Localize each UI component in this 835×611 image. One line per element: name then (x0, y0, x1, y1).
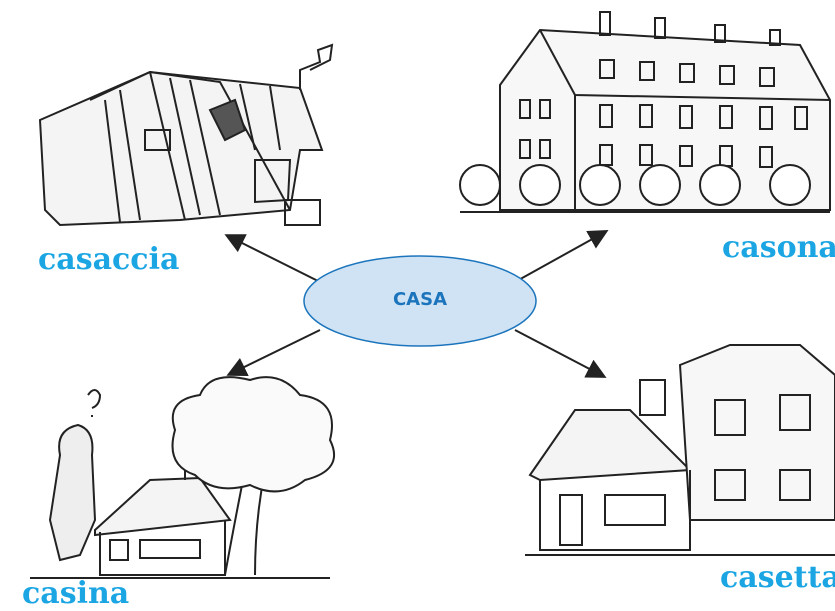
casaccia-illustration (38, 43, 334, 227)
label-casaccia: casaccia (38, 242, 180, 277)
arrow-to-casetta (514, 329, 607, 378)
casina-illustration (30, 376, 335, 579)
label-casona: casona (722, 230, 835, 265)
arrow-to-casaccia (224, 234, 321, 283)
casona-illustration (459, 11, 831, 213)
center-label: CASA (392, 289, 448, 310)
arrow-to-casona (514, 230, 609, 283)
casetta-illustration (525, 344, 835, 556)
center-ellipse (303, 255, 537, 347)
label-casetta: casetta (720, 560, 835, 595)
arrow-to-casina (226, 329, 321, 376)
label-casina: casina (22, 576, 130, 611)
